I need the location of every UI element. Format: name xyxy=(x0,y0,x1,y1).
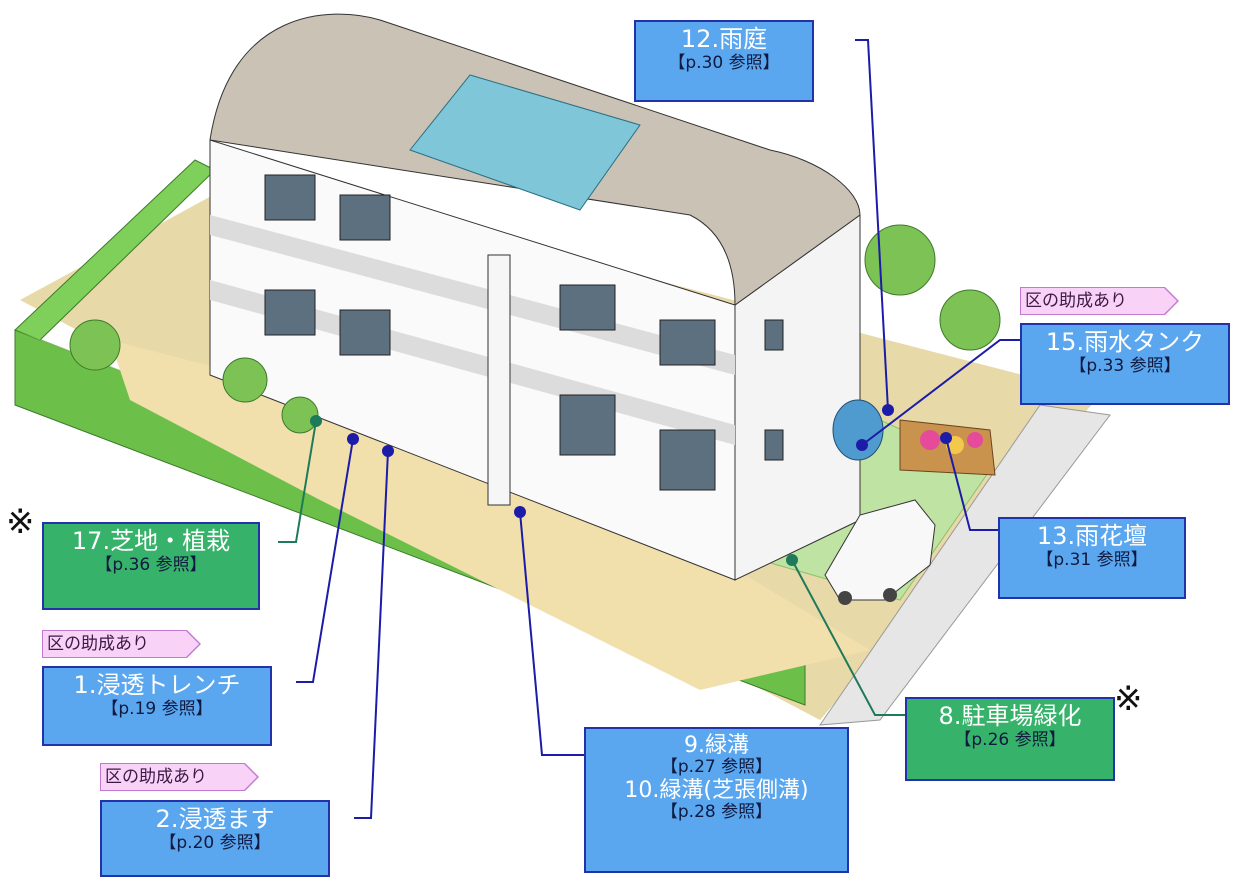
floor-band-upper xyxy=(210,215,735,375)
leader-8 xyxy=(791,559,910,716)
label-ref: 【p.26 参照】 xyxy=(954,729,1066,750)
label-infiltration-basin: 2.浸透ます 【p.20 参照】 xyxy=(100,800,330,877)
label-title: 13.雨花壇 xyxy=(1036,522,1148,550)
label-parking-greening: 8.駐車場緑化 【p.26 参照】 xyxy=(905,697,1115,781)
leader-9 xyxy=(519,511,584,756)
label-title-2: 10.緑溝(芝張側溝) xyxy=(624,777,809,803)
stair-column xyxy=(487,254,511,506)
label-ref: 【p.36 参照】 xyxy=(95,554,207,575)
subsidy-tag-15: 区の助成あり xyxy=(1020,287,1179,315)
windows xyxy=(264,174,784,491)
leader-15 xyxy=(861,339,1020,446)
subsidy-tag-1: 区の助成あり xyxy=(42,630,201,658)
trees xyxy=(69,224,1001,434)
label-ref: 【p.20 参照】 xyxy=(159,832,271,853)
label-ref: 【p.30 参照】 xyxy=(668,52,780,73)
skylight xyxy=(409,74,641,211)
leader-13 xyxy=(945,437,998,531)
label-rain-flower-bed: 13.雨花壇 【p.31 参照】 xyxy=(998,517,1186,599)
label-title: 12.雨庭 xyxy=(680,25,768,53)
leader-dots xyxy=(310,404,952,566)
label-rain-tank: 15.雨水タンク 【p.33 参照】 xyxy=(1020,323,1230,405)
leader-12 xyxy=(855,39,889,411)
label-title: 15.雨水タンク xyxy=(1045,328,1205,356)
label-title: 9.緑溝 xyxy=(684,733,749,758)
leader-2 xyxy=(354,450,389,819)
note-mark-17: ※ xyxy=(6,502,35,542)
label-ref: 【p.33 参照】 xyxy=(1069,355,1181,376)
label-rain-garden: 12.雨庭 【p.30 参照】 xyxy=(634,20,814,102)
label-infiltration-trench: 1.浸透トレンチ 【p.19 参照】 xyxy=(42,666,272,746)
label-title: 17.芝地・植栽 xyxy=(71,527,231,555)
label-green-ditch: 9.緑溝 【p.27 参照】 10.緑溝(芝張側溝) 【p.28 参照】 xyxy=(584,727,849,873)
leader-17 xyxy=(278,420,317,543)
label-ref: 【p.31 参照】 xyxy=(1036,549,1148,570)
note-mark-8: ※ xyxy=(1114,679,1143,719)
label-title: 8.駐車場緑化 xyxy=(938,702,1082,730)
label-lawn-planting: 17.芝地・植栽 【p.36 参照】 xyxy=(42,522,260,610)
label-ref: 【p.19 参照】 xyxy=(101,698,213,719)
street-sidewalk xyxy=(818,404,1111,726)
leader-1 xyxy=(296,438,354,683)
label-title: 2.浸透ます xyxy=(155,805,275,833)
label-ref: 【p.27 参照】 xyxy=(660,757,773,778)
label-title: 1.浸透トレンチ xyxy=(73,671,241,699)
subsidy-tag-2: 区の助成あり xyxy=(100,763,259,791)
rain-tank xyxy=(832,399,884,461)
label-ref-2: 【p.28 参照】 xyxy=(660,802,773,823)
